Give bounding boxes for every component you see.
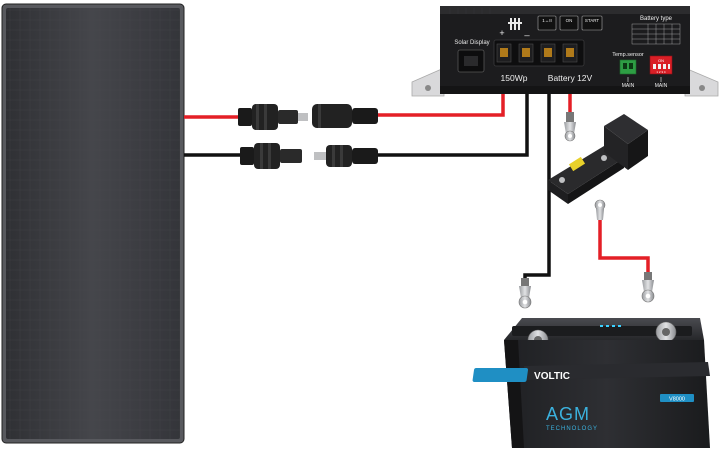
terminal-pv-plus[interactable] <box>496 43 512 63</box>
terminal-battery-minus[interactable] <box>540 43 556 63</box>
pv-minus-sign: _ <box>523 26 530 36</box>
terminal-pv-minus[interactable] <box>518 43 534 63</box>
solar-display-label: Solar Display <box>454 40 489 46</box>
temp-sensor-port[interactable] <box>619 59 637 75</box>
agm-battery: VOLTIC AGM TECHNOLOGY V8000 <box>472 318 710 448</box>
solar-panel <box>1 3 185 444</box>
mc4-connector-positive-male <box>238 104 308 130</box>
mode-buttons: 1↔II ON START <box>537 15 603 31</box>
fuse-holder-cover <box>604 114 648 170</box>
ring-lug-battery-positive <box>641 272 655 303</box>
battery-indicator-lights <box>600 325 621 327</box>
battery-terminal-positive <box>655 321 677 343</box>
battery-terminal-label: Battery 12V <box>548 73 593 83</box>
mode-button-2[interactable] <box>559 15 579 31</box>
battery-brand: VOLTIC <box>534 371 570 382</box>
mc4-connector-negative-female <box>314 145 378 167</box>
mc4-connector-positive-female <box>312 104 378 128</box>
battery-type-title: Battery type <box>640 16 673 22</box>
dip-switch-toggles <box>653 64 670 69</box>
brand-badge <box>472 368 529 382</box>
ring-lug-fuse-output <box>594 199 606 220</box>
battery-type-table <box>631 23 681 45</box>
mode-button-3-label: START <box>585 18 600 23</box>
ring-lug-controller-positive <box>564 112 576 142</box>
main-label-left: MAIN <box>622 83 635 89</box>
brand-logo-icon <box>508 18 522 30</box>
main-label-right: MAIN <box>655 83 668 89</box>
battery-model: V8000 <box>669 397 685 403</box>
heatsink-ridges <box>449 8 491 14</box>
mode-button-2-label: ON <box>566 18 573 23</box>
terminal-battery-plus[interactable] <box>562 43 578 63</box>
mc4-connector-negative-male <box>240 143 302 169</box>
ring-lug-battery-negative <box>518 278 532 309</box>
inline-fuse-holder <box>548 146 624 204</box>
negative-wire <box>184 70 551 280</box>
dip-on-label: ON <box>658 58 664 63</box>
mode-button-1-label: 1↔II <box>542 18 552 23</box>
temp-sensor-label: Temp.sensor <box>612 52 644 58</box>
battery-technology-sub: TECHNOLOGY <box>546 426 598 432</box>
charge-controller: Solar Display + _ 1↔II ON START <box>411 6 719 97</box>
mode-button-1[interactable] <box>537 15 557 31</box>
fuse-icon <box>568 156 586 172</box>
pv-terminal-label: 150Wp <box>501 73 528 83</box>
terminal-block <box>493 39 585 67</box>
dip-numbers: 1 2 3 4 <box>656 70 666 74</box>
mode-button-3[interactable] <box>581 15 603 31</box>
pv-plus-sign: + <box>499 28 504 38</box>
battery-technology: AGM <box>546 404 590 424</box>
